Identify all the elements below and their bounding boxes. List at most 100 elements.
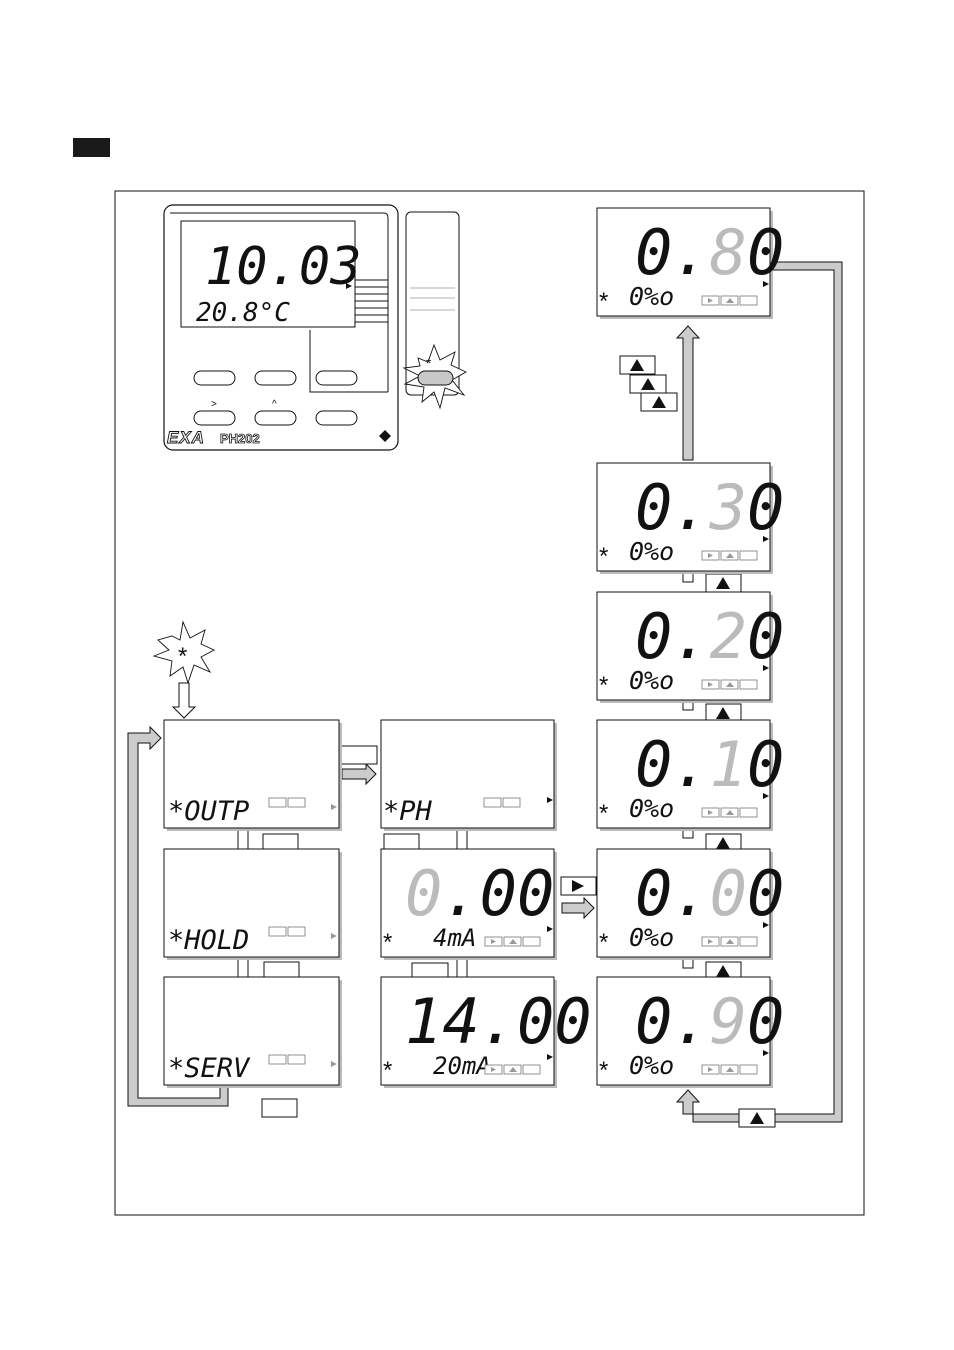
unit-label: 0%o <box>629 1051 674 1080</box>
indicator-box <box>740 1065 757 1074</box>
device-button-3[interactable] <box>316 371 357 385</box>
unit-label: 20mA <box>433 1052 491 1080</box>
menu-label: *OUTP <box>168 796 249 827</box>
indicator-box <box>288 927 305 936</box>
enter-key-box <box>340 746 377 764</box>
value-digits: 14.00 <box>405 985 592 1058</box>
asterisk-icon: * <box>599 543 608 570</box>
value-digits: .00 <box>442 857 554 930</box>
menu-screen: *HOLD <box>164 849 342 960</box>
device-button-1[interactable] <box>194 371 235 385</box>
big-value: 0.20 <box>635 600 784 673</box>
dim-digit: 8 <box>710 216 747 289</box>
indicator-box <box>269 1055 286 1064</box>
percent-screen: 0.20 * 0%o <box>597 592 784 703</box>
asterisk-icon: * <box>599 1057 608 1084</box>
button-right-label: > <box>211 399 217 410</box>
indicator-box <box>503 798 520 807</box>
value-digits: 0 <box>747 216 784 289</box>
asterisk-icon: * <box>599 288 608 315</box>
menu-label: *HOLD <box>168 925 249 956</box>
indicator-box <box>269 927 286 936</box>
big-value: 0.90 <box>635 985 784 1058</box>
dim-digit: 0 <box>405 857 442 930</box>
big-value: 0.00 <box>405 857 554 930</box>
asterisk-icon: * <box>178 643 187 670</box>
value-digits: 0 <box>747 600 784 673</box>
value-digits: 0. <box>635 857 710 930</box>
indicator-box <box>288 1055 305 1064</box>
percent-screen: 0.30 * 0%o <box>597 463 784 574</box>
dim-digit: 2 <box>710 600 747 673</box>
value-digits: 0. <box>635 600 710 673</box>
big-value: 0.80 <box>635 216 784 289</box>
unit-label: 0%o <box>629 923 674 952</box>
asterisk-icon: * <box>599 672 608 699</box>
big-value: 0.30 <box>635 471 784 544</box>
value-screen: *PH <box>381 720 557 831</box>
big-value: 0.00 <box>635 857 784 930</box>
menu-screen: *SERV <box>164 977 342 1088</box>
indicator-box <box>740 808 757 817</box>
indicator-box <box>740 680 757 689</box>
dim-digit: 1 <box>710 728 747 801</box>
value-digits: 0. <box>635 216 710 289</box>
value-digits: 0. <box>635 728 710 801</box>
percent-screen: 0.80 * 0%o <box>597 208 784 319</box>
value-digits: 0 <box>747 857 784 930</box>
enter-key-box <box>264 962 299 979</box>
asterisk-key[interactable] <box>418 371 453 385</box>
indicator-box <box>523 1065 540 1074</box>
device-model: PH202 <box>220 431 260 446</box>
big-value: 14.00 <box>405 985 592 1058</box>
big-value: 0.10 <box>635 728 784 801</box>
percent-screen: 0.00*0%o <box>597 849 784 960</box>
indicator-box <box>523 937 540 946</box>
value-screen: 0.00 * 4mA <box>381 849 557 960</box>
analyzer-device: 10.03 20.8°C > ^ EXA PH202 <box>164 205 398 450</box>
asterisk-icon: * <box>599 800 608 827</box>
value-screen: 14.00 * 20mA <box>381 977 592 1088</box>
unit-label: 0%o <box>629 282 674 311</box>
enter-key-box <box>384 834 419 851</box>
device-button-up[interactable] <box>255 411 296 425</box>
unit-label: 0%o <box>629 537 674 566</box>
dim-digit: 0 <box>710 857 747 930</box>
indicator-box <box>740 296 757 305</box>
asterisk-key-icon: * <box>426 355 432 371</box>
asterisk-icon: * <box>599 929 608 956</box>
dim-digit: 9 <box>710 985 747 1058</box>
value-digits: 0 <box>747 985 784 1058</box>
menu-label: *SERV <box>168 1053 251 1084</box>
menu-screen: *OUTP <box>164 720 342 831</box>
indicator-box <box>288 798 305 807</box>
percent-screen: 0.10 * 0%o <box>597 720 784 831</box>
device-sub-value: 20.8°C <box>196 298 290 328</box>
percent-screen: 0.90 * 0%o <box>597 977 784 1088</box>
asterisk-icon: * <box>383 1057 392 1084</box>
indicator-box <box>484 798 501 807</box>
device-button-right[interactable] <box>194 411 235 425</box>
unit-label: 0%o <box>629 666 674 695</box>
value-digits: 0. <box>635 471 710 544</box>
unit-label: 4mA <box>433 924 476 952</box>
menu-label: *PH <box>383 796 433 827</box>
device-button-enter[interactable] <box>316 411 357 425</box>
device-brand: EXA <box>167 428 205 447</box>
indicator-box <box>740 937 757 946</box>
section-marker <box>73 138 110 157</box>
dim-digit: 3 <box>709 471 747 544</box>
asterisk-icon: * <box>383 929 392 956</box>
unit-label: 0%o <box>629 794 674 823</box>
key-panel: * <box>404 212 466 408</box>
button-up-label: ^ <box>272 399 277 410</box>
device-main-value: 10.03 <box>205 237 362 297</box>
indicator-box <box>269 798 286 807</box>
indicator-box <box>740 551 757 560</box>
enter-key-box <box>263 834 298 851</box>
value-digits: 0 <box>747 728 784 801</box>
value-digits: 0 <box>747 471 784 544</box>
value-digits: 0. <box>635 985 710 1058</box>
device-button-2[interactable] <box>255 371 296 385</box>
